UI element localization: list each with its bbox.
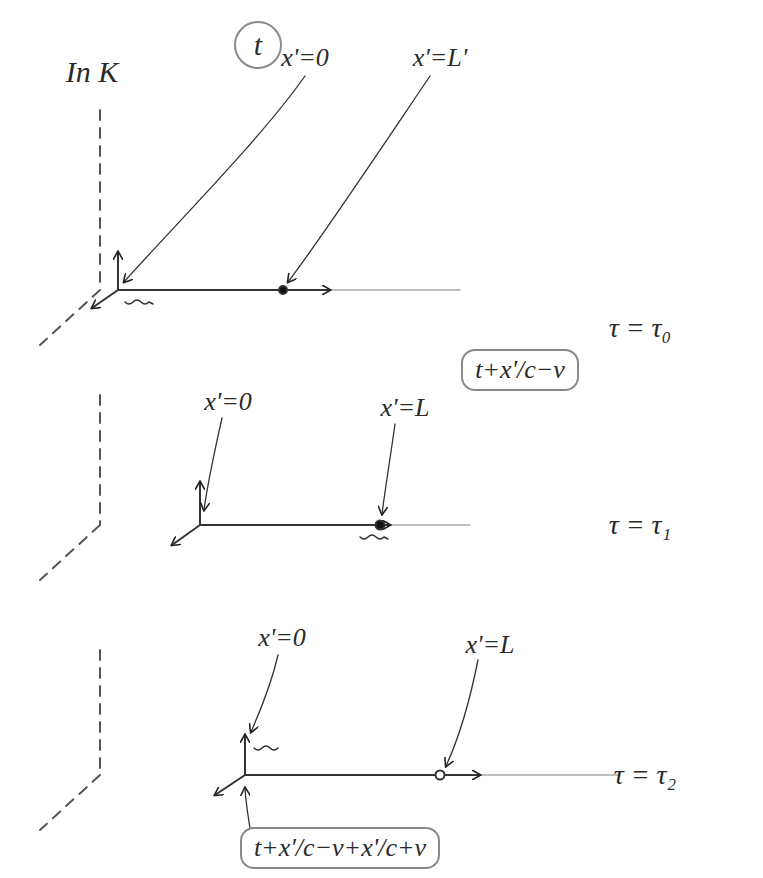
node-text: t+x'/c−v+x'/c+v [254, 833, 426, 863]
axis-k [99, 110, 101, 290]
node-text: t [254, 28, 262, 62]
time-box: t+x'/c−v+x'/c+v [240, 827, 440, 869]
annotation: x'=L [465, 630, 514, 660]
annotation: In K [66, 55, 119, 89]
annotation: x'=0 [258, 623, 306, 653]
annotation: τ = τ₁ [609, 509, 672, 541]
annotation: x'=L [380, 393, 429, 423]
annotation: τ = τ₀ [609, 312, 672, 344]
node-text: t+x'/c−v [475, 355, 565, 385]
annotation: x'=L' [413, 43, 468, 73]
time-box: t+x'/c−v [461, 349, 579, 391]
annotation: x'=0 [204, 387, 252, 417]
annotation: τ = τ₂ [614, 759, 677, 791]
annotation: x'=0 [281, 43, 329, 73]
circled-time: t [234, 21, 282, 69]
